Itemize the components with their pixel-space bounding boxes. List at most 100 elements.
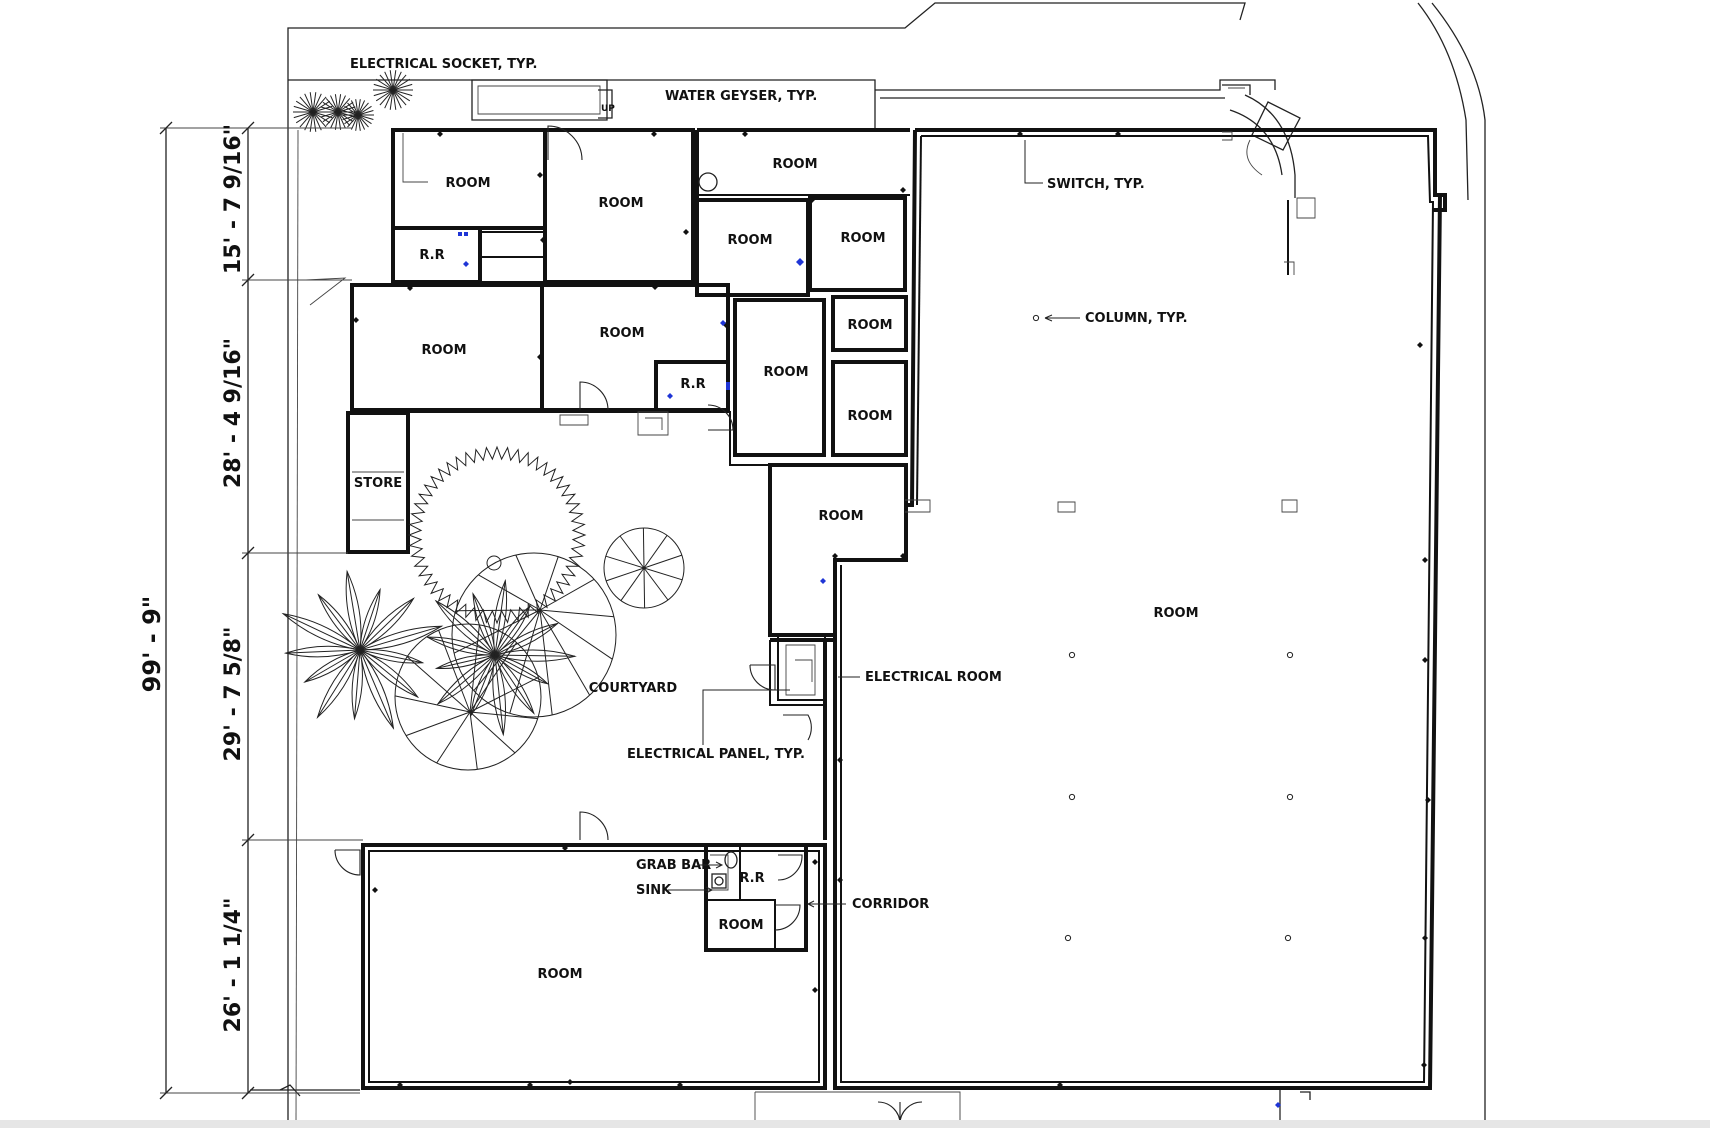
shrub-stroke	[342, 110, 359, 116]
shrub-stroke	[337, 111, 346, 129]
annotations: ELECTRICAL SOCKET, TYP. WATER GEYSER, TY…	[350, 57, 1188, 912]
shrub-stroke	[357, 114, 372, 125]
tree-spoke	[643, 535, 668, 569]
outlet-marker	[812, 987, 818, 993]
shrub-stroke	[334, 111, 339, 130]
tree-spoke	[469, 676, 539, 713]
shrub-stroke	[373, 89, 394, 97]
water-geyser-note: WATER GEYSER, TYP.	[665, 89, 817, 104]
palm-rib	[318, 594, 361, 651]
outlet-marker	[437, 131, 443, 137]
room-label: ROOM	[599, 326, 644, 341]
palm-rib	[285, 649, 361, 654]
outlet-marker	[1115, 131, 1121, 137]
room-label: ROOM	[537, 967, 582, 982]
tree-spoke	[605, 567, 645, 582]
column-dot	[1068, 793, 1076, 801]
palm-rib	[346, 571, 361, 651]
restroom-label: R.R	[739, 871, 764, 886]
tree-spoke	[539, 609, 591, 696]
courtyard-landscaping	[281, 70, 685, 771]
tree-spoke	[469, 711, 538, 720]
outlet-marker	[900, 553, 906, 559]
room-label: ROOM	[1153, 606, 1198, 621]
switch-note: SWITCH, TYP.	[1047, 177, 1145, 192]
shrub-stroke	[392, 78, 411, 91]
shrub-stroke	[312, 105, 333, 113]
tree-spoke	[515, 554, 541, 611]
tree-spoke	[643, 567, 683, 581]
palm-rib	[494, 654, 504, 735]
palm-rib	[494, 654, 548, 685]
palm-rib	[359, 589, 381, 651]
outlet-marker	[353, 317, 359, 323]
shrub-stroke	[304, 93, 314, 113]
electrical-socket-note: ELECTRICAL SOCKET, TYP.	[350, 57, 537, 72]
palm-rib	[494, 580, 506, 656]
shrub-stroke	[299, 111, 314, 128]
outlet-marker	[537, 172, 543, 178]
tree-spoke	[643, 567, 669, 601]
shrub-stroke	[312, 92, 317, 113]
dimension-lines	[159, 121, 363, 1128]
tree-spoke	[469, 711, 516, 754]
room-label: ROOM	[847, 318, 892, 333]
palm-rib	[435, 600, 496, 656]
courtyard-label: COURTYARD	[589, 681, 678, 696]
shrub-stroke	[392, 89, 407, 106]
outlet-marker	[837, 877, 843, 883]
column-dot	[1286, 793, 1294, 801]
shrub-stroke	[312, 96, 327, 113]
room-label: ROOM	[727, 233, 772, 248]
column-dot	[1032, 314, 1040, 322]
tree-spoke	[405, 711, 471, 737]
outlet-marker	[683, 229, 689, 235]
shrub-stroke	[357, 114, 366, 130]
shrub-stroke	[337, 111, 342, 130]
outlet-marker	[1422, 657, 1428, 663]
shrub-stroke	[357, 110, 374, 116]
dimension-segment-2: 28' - 4 9/16"	[221, 338, 246, 488]
shrub-stroke	[350, 114, 359, 130]
shrub-stroke	[379, 89, 394, 106]
palm-rib	[282, 613, 361, 651]
shrub-stroke	[357, 114, 369, 128]
tree-spoke	[619, 535, 645, 569]
shrub-stroke	[337, 98, 351, 113]
shrub-stroke	[384, 89, 394, 109]
building-walls	[346, 128, 1447, 1090]
shrub-stroke	[293, 111, 314, 119]
shrub-stroke	[389, 89, 394, 110]
column-dot	[1284, 934, 1292, 942]
shrub-stroke	[344, 114, 359, 125]
tree-spoke	[539, 556, 559, 611]
palm-rib	[494, 654, 576, 657]
shrub-stroke	[357, 114, 374, 120]
outlet-marker	[812, 859, 818, 865]
shrub-stroke	[392, 89, 413, 97]
outlet-marker	[1425, 797, 1431, 803]
room-label: ROOM	[840, 231, 885, 246]
tree-spoke	[469, 711, 478, 770]
shrub-stroke	[342, 114, 359, 120]
palm-rib	[354, 649, 361, 719]
dimension-total: 99' - 9"	[138, 596, 166, 693]
shrub-stroke	[355, 114, 359, 131]
shrub-stroke	[293, 105, 314, 113]
room-label: ROOM	[772, 157, 817, 172]
room-label: ROOM	[718, 918, 763, 933]
palm-rib	[472, 593, 496, 656]
shrub-stroke	[309, 92, 314, 113]
shrub-stroke	[357, 105, 372, 116]
shrub-stroke	[330, 95, 339, 113]
shrub-stroke	[312, 93, 322, 113]
shrub-stroke	[325, 98, 339, 113]
column-note: COLUMN, TYP.	[1085, 311, 1188, 326]
outlet-marker	[652, 284, 658, 290]
outlet-marker	[809, 197, 815, 203]
outlet-marker	[677, 1082, 683, 1088]
palm-rib	[494, 605, 531, 656]
shrub-stroke	[392, 89, 397, 110]
column-dot	[1286, 651, 1294, 659]
palm-rib	[359, 598, 414, 651]
